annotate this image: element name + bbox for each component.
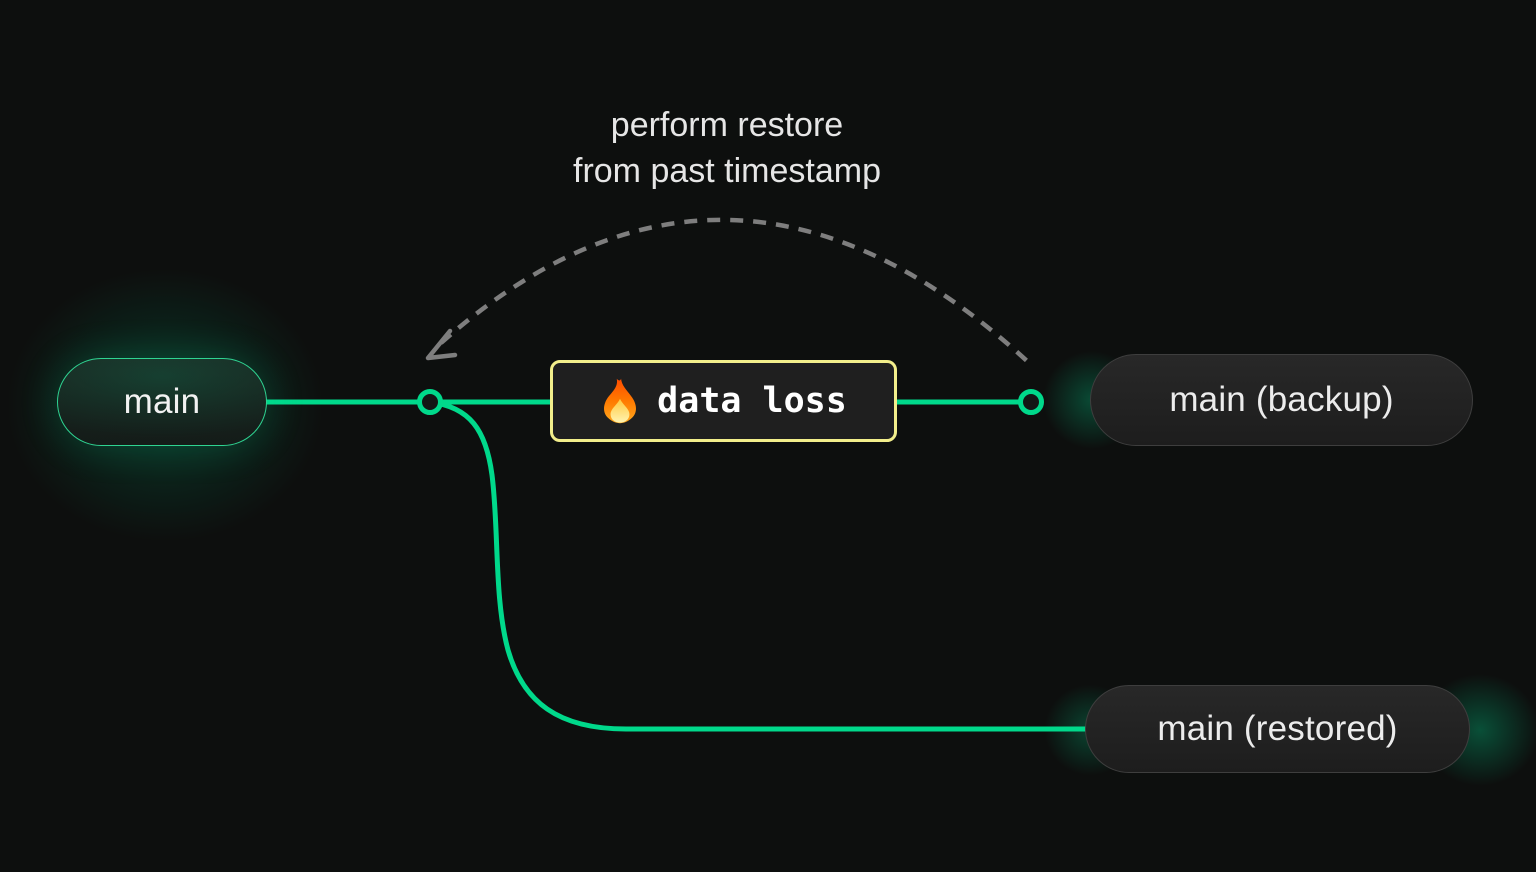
data-loss-label: data loss [657, 381, 847, 421]
branch-node-backup: main (backup) [1090, 354, 1473, 446]
restore-annotation-line2: from past timestamp [573, 152, 881, 190]
restore-arc [439, 217, 1029, 363]
branch-label-restored: main (restored) [1157, 709, 1398, 748]
restore-annotation-line1: perform restore [610, 106, 844, 144]
fire-icon [604, 378, 637, 424]
commit-node-backup-point [1018, 389, 1044, 415]
branch-label-main: main [123, 382, 201, 421]
restore-annotation: perform restore from past timestamp [573, 102, 881, 194]
branch-node-main: main [57, 358, 267, 446]
branch-node-restored: main (restored) [1085, 685, 1470, 773]
branch-label-backup: main (backup) [1169, 380, 1394, 419]
commit-node-branch-point [417, 389, 443, 415]
data-loss-box: data loss [550, 360, 897, 442]
restored-branch-edge [429, 399, 1087, 732]
arrow-head-icon [425, 328, 458, 361]
